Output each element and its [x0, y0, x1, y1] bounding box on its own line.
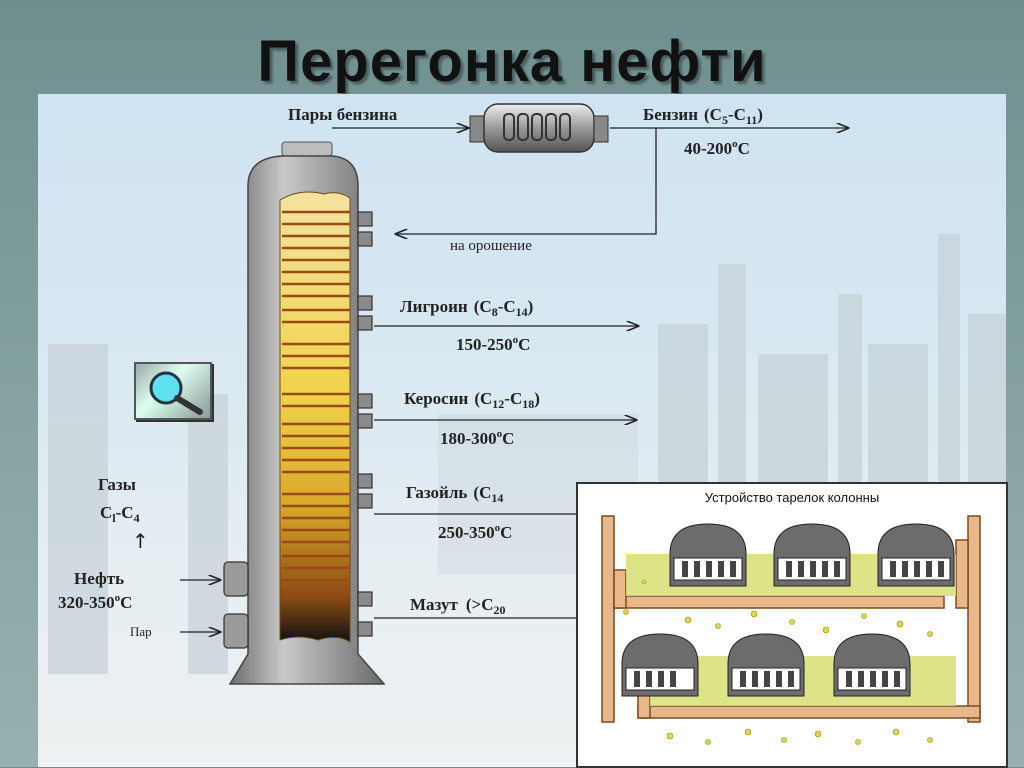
gases-formula: Cl-C4 [100, 503, 140, 525]
distillation-column [224, 142, 384, 684]
kerosene-label: Керосин(C12-C18) [404, 389, 540, 411]
slide-title: Перегонка нефти [0, 28, 1024, 95]
mazut-label: Мазут(>C20 [410, 595, 506, 617]
tray-device-drawing [578, 484, 1006, 766]
ligroin-temp: 150-250oC [456, 334, 530, 354]
steam-label: Пар [130, 624, 152, 639]
ligroin-label: Лигроин(C8-C14) [400, 297, 533, 319]
oil-label: Нефть [74, 569, 124, 588]
condenser [470, 104, 608, 152]
column-cap [282, 142, 332, 156]
reflux-label: на орошение [450, 238, 532, 254]
zoom-button[interactable] [134, 362, 212, 420]
vapors-label: Пары бензина [288, 105, 398, 124]
gases-label: Газы [98, 475, 136, 494]
gasoline-temp: 40-200oC [684, 138, 750, 158]
tray-device-inset: Устройство тарелок колонны [576, 482, 1008, 768]
gasoline-label: Бензин(C5-C11) [643, 105, 763, 127]
bubble-caps-bottom [622, 634, 910, 696]
gasoil-temp: 250-350oC [438, 522, 512, 542]
kerosene-temp: 180-300oC [440, 428, 514, 448]
column-outlets [358, 212, 372, 636]
oil-temp: 320-350oC [58, 592, 132, 612]
gasoil-label: Газойль(C14 [406, 483, 503, 505]
gases-up-arrow: ↑ [132, 529, 149, 553]
bubble-caps-top [670, 524, 954, 586]
magnifier-icon [136, 364, 210, 418]
